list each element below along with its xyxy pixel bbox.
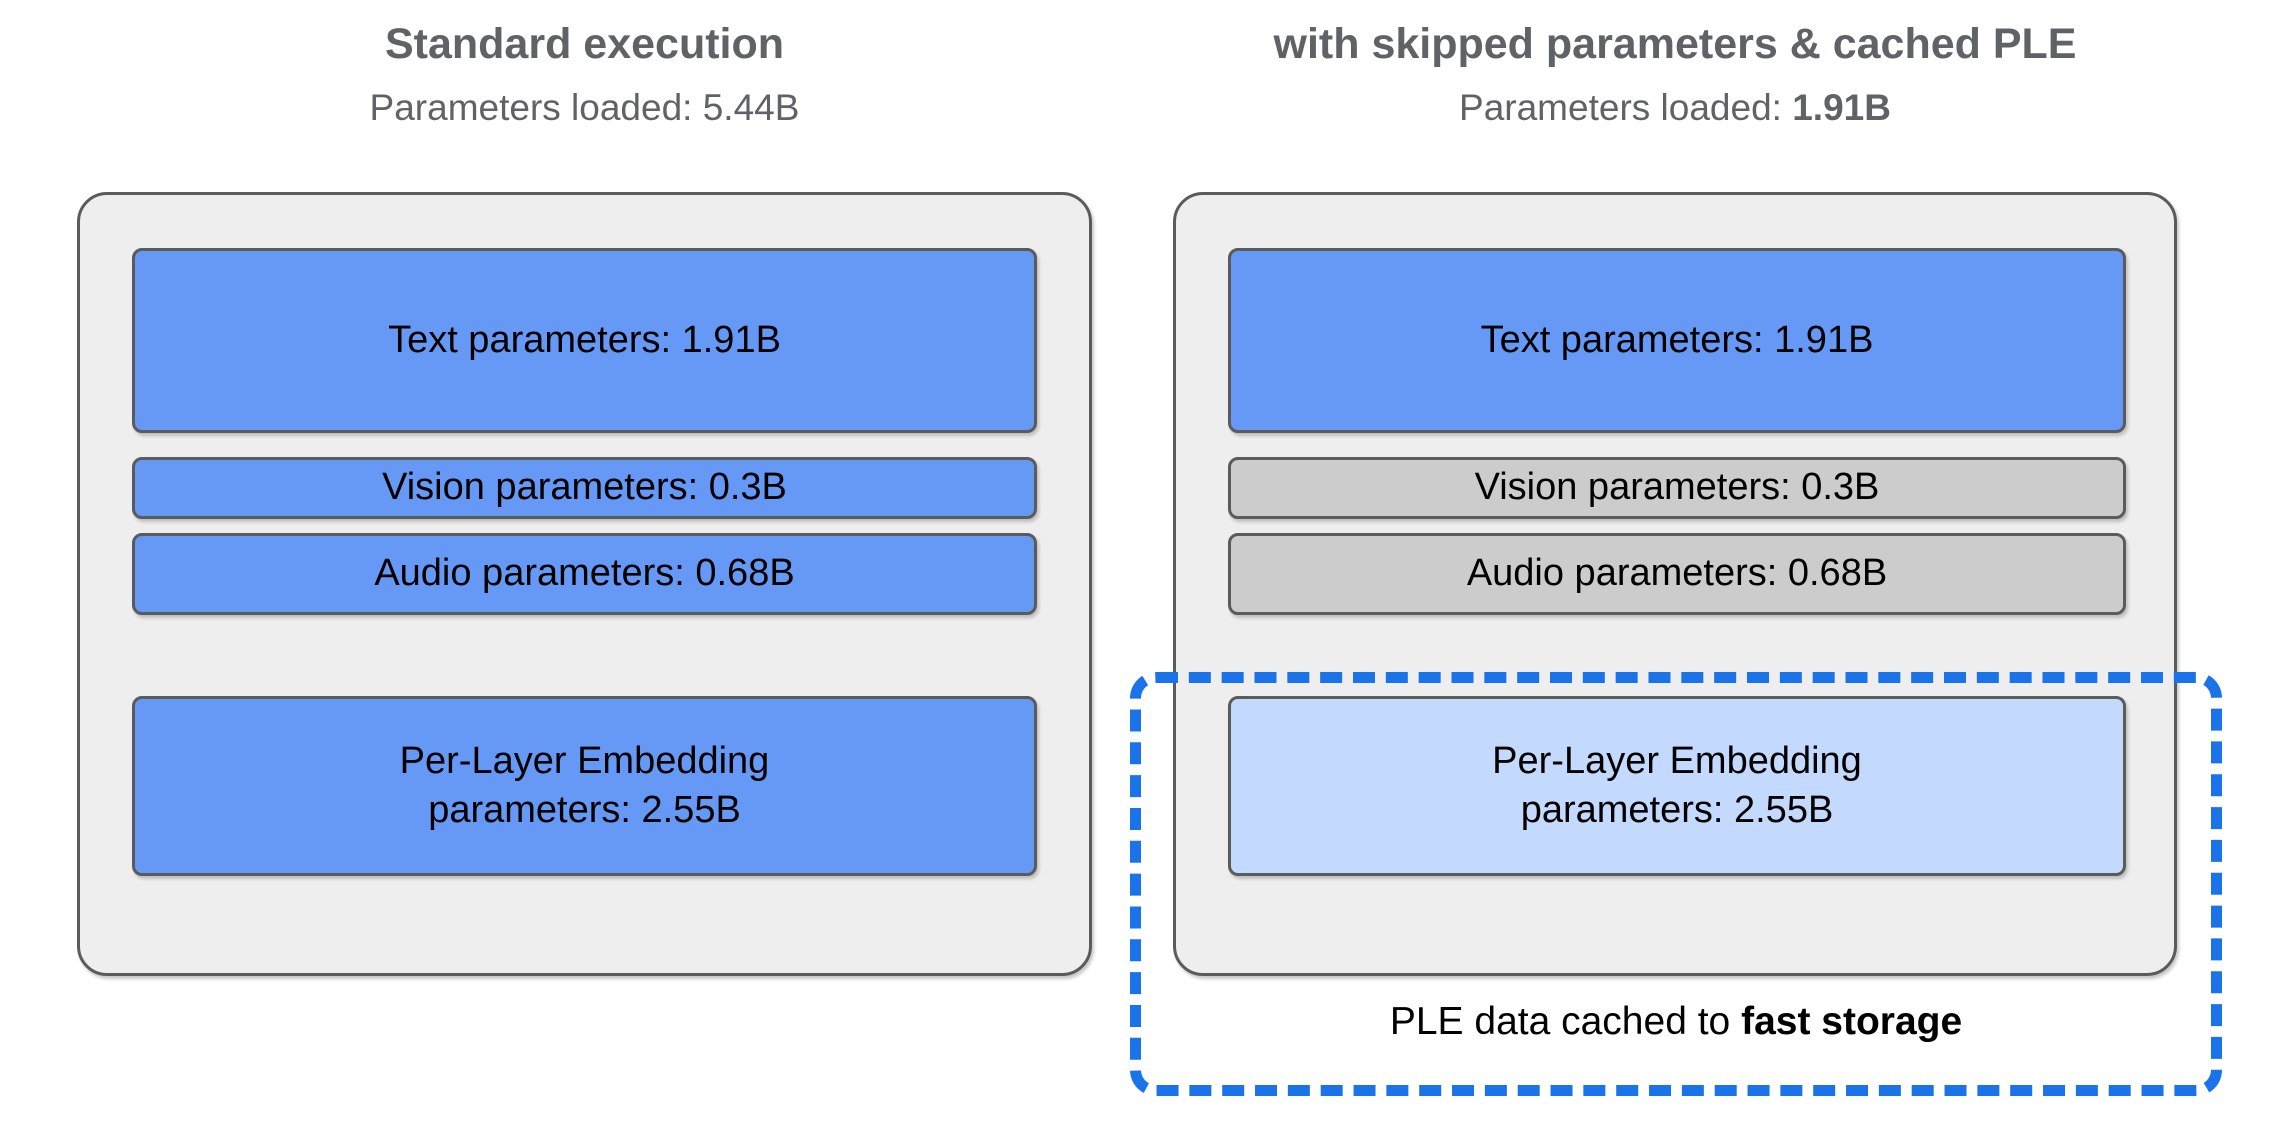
column-header-optimized: with skipped parameters & cached PLE Par… [1173,20,2177,129]
block-label: Audio parameters: 0.68B [374,552,795,595]
column-subtitle-optimized: Parameters loaded: 1.91B [1173,87,2177,129]
block-optimized-vision-parameters-skipped: Vision parameters: 0.3B [1228,457,2126,519]
block-label-line-1: Per-Layer Embedding [399,739,770,782]
block-label: Vision parameters: 0.3B [1474,466,1880,509]
block-standard-text-parameters: Text parameters: 1.91B [132,248,1037,433]
block-standard-vision-parameters: Vision parameters: 0.3B [132,457,1037,519]
block-optimized-ple-parameters-cached: Per-Layer Embedding parameters: 2.55B [1228,696,2126,876]
block-label-line-1: Per-Layer Embedding [1492,739,1862,782]
block-label: Text parameters: 1.91B [1480,318,1874,361]
block-optimized-text-parameters: Text parameters: 1.91B [1228,248,2126,433]
block-label: Per-Layer Embedding parameters: 2.55B [386,737,784,836]
column-subtitle-standard-prefix: Parameters loaded: [369,87,703,129]
column-title-standard: Standard execution [384,20,785,68]
block-label: Vision parameters: 0.3B [382,466,787,509]
block-label: Per-Layer Embedding parameters: 2.55B [1478,737,1876,836]
panel-standard-execution: Text parameters: 1.91B Vision parameters… [77,192,1092,976]
cache-caption-prefix: PLE data cached to [1389,1000,1742,1043]
block-standard-audio-parameters: Audio parameters: 0.68B [132,533,1037,615]
block-optimized-audio-parameters-skipped: Audio parameters: 0.68B [1228,533,2126,615]
block-standard-ple-parameters: Per-Layer Embedding parameters: 2.55B [132,696,1037,876]
column-title-optimized: with skipped parameters & cached PLE [1273,20,2077,68]
block-label-line-2: parameters: 2.55B [428,789,741,831]
cache-region-caption: PLE data cached to fast storage [1130,1000,2222,1044]
column-subtitle-optimized-value: 1.91B [1792,87,1891,129]
column-subtitle-optimized-prefix: Parameters loaded: [1459,87,1793,129]
block-label-line-2: parameters: 2.55B [1520,789,1834,831]
column-subtitle-standard: Parameters loaded: 5.44B [77,87,1092,129]
block-label: Audio parameters: 0.68B [1466,552,1888,595]
panel-optimized-execution: Text parameters: 1.91B Vision parameters… [1173,192,2177,976]
cache-caption-emphasis: fast storage [1741,1000,1963,1043]
column-subtitle-standard-value: 5.44B [702,87,800,129]
column-header-standard: Standard execution Parameters loaded: 5.… [77,20,1092,129]
block-label: Text parameters: 1.91B [388,318,781,361]
